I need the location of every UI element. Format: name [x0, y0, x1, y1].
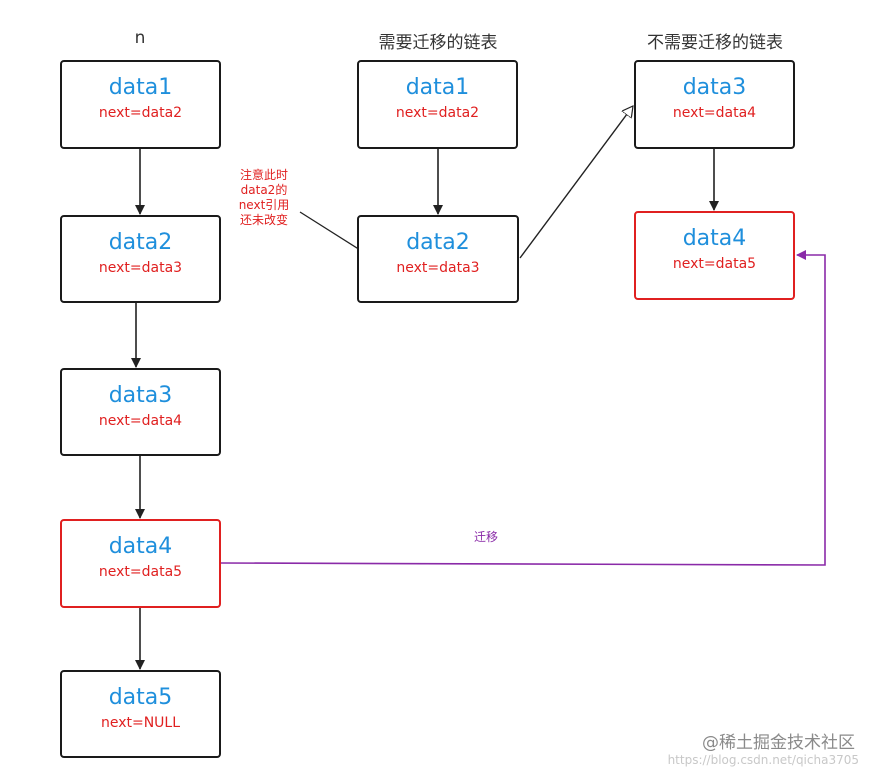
note-line: 还未改变 — [239, 213, 288, 227]
node-name: data1 — [405, 75, 470, 100]
node-middle-data1: data1 next=data2 — [357, 60, 518, 149]
node-left-data3: data3 next=data4 — [60, 368, 221, 456]
note-line: data2的 — [240, 183, 288, 197]
node-name: data5 — [108, 685, 173, 710]
column-title-stay: 不需要迁移的链表 — [647, 33, 783, 53]
node-next: next=data5 — [672, 256, 757, 272]
node-left-data4: data4 next=data5 — [60, 519, 221, 608]
node-next: next=NULL — [100, 715, 181, 731]
node-left-data2: data2 next=data3 — [60, 215, 221, 303]
node-next: next=data2 — [395, 105, 480, 121]
migrate-label: 迁移 — [474, 530, 499, 544]
node-right-data3: data3 next=data4 — [634, 60, 795, 149]
watermark-url: https://blog.csdn.net/qicha3705 — [667, 753, 859, 767]
node-name: data4 — [108, 534, 173, 559]
node-next: next=data5 — [98, 564, 183, 580]
node-name: data3 — [108, 383, 173, 408]
arrow-middle-to-right — [519, 106, 633, 259]
migrate-arrow — [220, 250, 826, 566]
node-name: data2 — [108, 230, 173, 255]
column-title-n: n — [134, 28, 146, 48]
node-right-data4: data4 next=data5 — [634, 211, 795, 300]
node-name: data1 — [108, 75, 173, 100]
node-name: data2 — [406, 230, 470, 255]
node-name: data4 — [682, 226, 747, 251]
node-next: next=data3 — [396, 260, 480, 276]
node-next: next=data3 — [98, 260, 183, 276]
note-line: next引用 — [238, 198, 290, 212]
note-line: 注意此时 — [239, 168, 288, 182]
node-left-data5: data5 next=NULL — [60, 670, 221, 758]
node-left-data1: data1 next=data2 — [60, 60, 221, 149]
node-next: next=data4 — [672, 105, 757, 121]
node-middle-data2: data2 next=data3 — [357, 215, 519, 303]
watermark: @稀土掘金技术社区 — [702, 733, 855, 753]
node-name: data3 — [682, 75, 747, 100]
column-title-migrate: 需要迁移的链表 — [378, 33, 498, 53]
note-text: 注意此时 data2的 next引用 还未改变 — [226, 168, 302, 228]
node-next: next=data2 — [98, 105, 183, 121]
node-next: next=data4 — [98, 413, 183, 429]
